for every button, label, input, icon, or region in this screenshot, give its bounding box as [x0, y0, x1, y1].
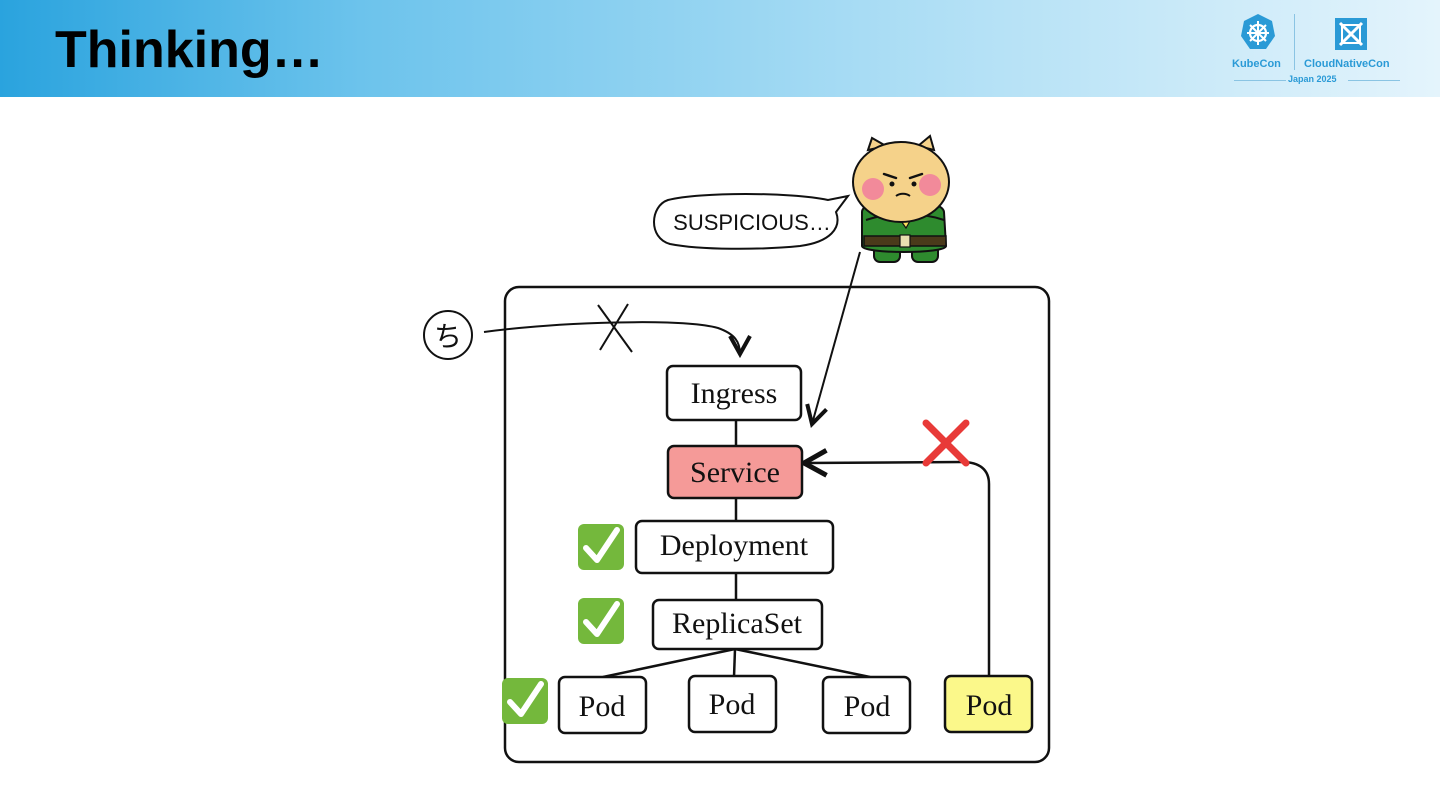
- blocked-access-arrow: [483, 321, 740, 354]
- kubernetes-diagram: ち Ingress Service Deployment ReplicaSet …: [423, 134, 1051, 764]
- tree-connectors: [602, 420, 871, 679]
- mascot-pointer-arrow: [812, 251, 861, 424]
- ingress-label: Ingress: [691, 377, 778, 410]
- service-box: [666, 444, 804, 500]
- mascot-icon: [852, 134, 950, 263]
- rogue-pod-label: Pod: [966, 689, 1013, 722]
- deployment-label: Deployment: [660, 529, 809, 562]
- check-icon: [578, 524, 624, 570]
- circled-char: ち: [434, 320, 462, 353]
- event-label: Japan 2025: [1288, 74, 1337, 84]
- service-node: Service: [666, 444, 804, 500]
- kubecon-label: KubeCon: [1232, 58, 1281, 70]
- slide-title: Thinking…: [55, 21, 324, 79]
- logo-rule-right: [1348, 80, 1400, 81]
- event-logo: KubeCon CloudNativeCon Japan 2025: [1226, 8, 1406, 90]
- pod-label: Pod: [709, 688, 756, 721]
- check-icon: [578, 598, 624, 644]
- rogue-pod-box: [943, 674, 1034, 734]
- rogue-pod-node: Pod: [943, 674, 1034, 734]
- deployment-node: Deployment: [634, 519, 835, 575]
- cross-icon: [922, 419, 970, 467]
- replicaset-label: ReplicaSet: [672, 607, 803, 640]
- logo-rule-left: [1234, 80, 1286, 81]
- pod-label: Pod: [579, 690, 626, 723]
- replicaset-node: ReplicaSet: [651, 598, 824, 651]
- cloudnativecon-label: CloudNativeCon: [1304, 58, 1390, 70]
- strike-x-icon: [597, 303, 633, 353]
- speech-bubble: SUSPICIOUS…: [653, 193, 851, 250]
- pod-label: Pod: [844, 690, 891, 723]
- cluster-boundary: [503, 285, 1051, 764]
- pod-node: Pod: [821, 675, 912, 735]
- pod-node: Pod: [687, 674, 778, 734]
- logo-divider: [1294, 14, 1295, 70]
- pod-node: Pod: [557, 675, 648, 735]
- speech-bubble-text: SUSPICIOUS…: [673, 210, 831, 235]
- ingress-node: Ingress: [665, 364, 803, 422]
- kubecon-logo-icon: [1241, 14, 1367, 50]
- check-icon: [502, 678, 548, 724]
- slide-header: Thinking… KubeCon CloudNativeCon Japan 2…: [0, 0, 1440, 97]
- service-label: Service: [690, 456, 780, 489]
- external-user: ち: [423, 310, 473, 360]
